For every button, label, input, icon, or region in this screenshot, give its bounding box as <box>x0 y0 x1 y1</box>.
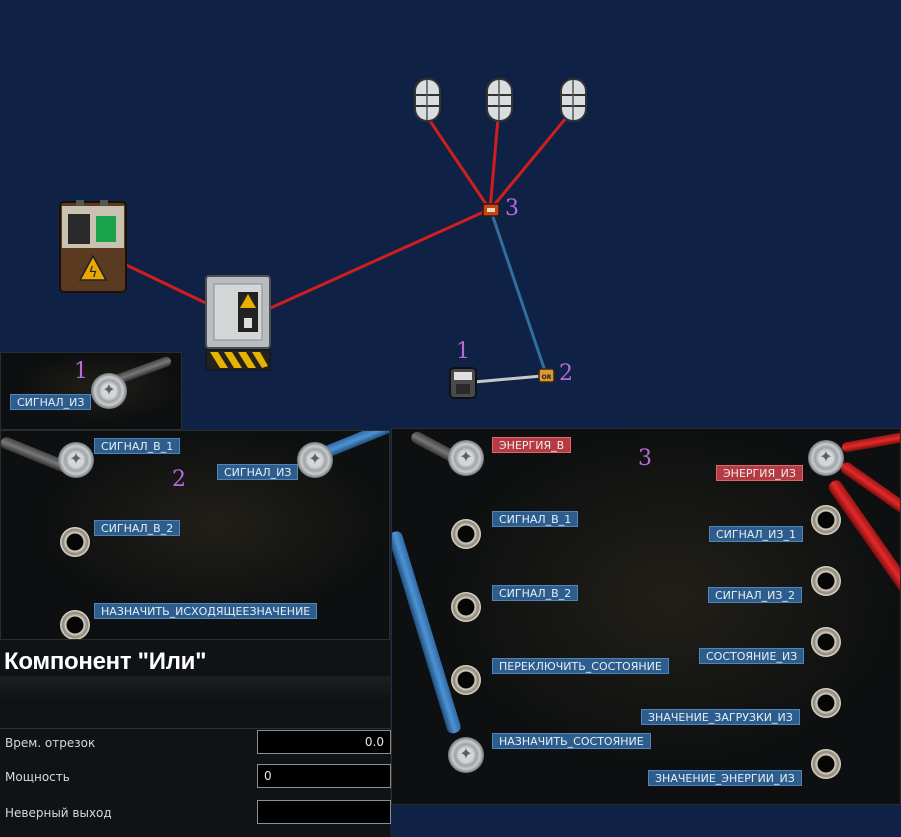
set-state-connector-icon[interactable] <box>448 737 484 773</box>
signal-cable <box>392 529 463 735</box>
power-value-out-label: ЗНАЧЕНИЕ_ЭНЕРГИИ_ИЗ <box>648 770 802 786</box>
annotation-number: 3 <box>638 446 652 471</box>
power-wire-junction-to-lamp-1 <box>426 117 492 211</box>
power-wire-battery-to-box <box>119 260 213 308</box>
signal-in-2-connector-icon[interactable] <box>451 592 481 622</box>
toggle-state-label: ПЕРЕКЛЮЧИТЬ_СОСТОЯНИЕ <box>492 658 669 674</box>
power-out-label: ЭНЕРГИЯ_ИЗ <box>716 465 803 481</box>
time-frame-value: 0.0 <box>364 735 384 749</box>
load-value-out-connector-icon[interactable] <box>811 688 841 718</box>
load-value-out-label: ЗНАЧЕНИЕ_ЗАГРУЗКИ_ИЗ <box>641 709 800 725</box>
electrical-box-icon[interactable] <box>205 275 271 371</box>
or-connection-panel: СИГНАЛ_В_1 СИГНАЛ_ИЗ 2 СИГНАЛ_В_2 НАЗНАЧ… <box>0 430 390 640</box>
or-component-icon[interactable]: OR <box>538 368 555 383</box>
power-field[interactable]: 0 <box>257 764 391 788</box>
signal-out-1-connector-icon[interactable] <box>811 505 841 535</box>
signal-out-2-connector-icon[interactable] <box>811 566 841 596</box>
lamp-icon[interactable] <box>560 78 587 122</box>
battery-icon[interactable]: ϟ <box>59 200 127 293</box>
svg-text:OR: OR <box>542 374 552 381</box>
power-wire-box-to-junction <box>265 208 489 312</box>
properties-header-strip <box>0 676 390 702</box>
signal-in-1-connector-icon[interactable] <box>58 442 94 478</box>
state-out-label: СОСТОЯНИЕ_ИЗ <box>699 648 805 664</box>
state-out-connector-icon[interactable] <box>811 627 841 657</box>
wiring-scene: ϟ <box>59 78 587 399</box>
signal-out-2-label: СИГНАЛ_ИЗ_2 <box>708 587 802 603</box>
signal-in-2-label: СИГНАЛ_В_2 <box>94 520 181 536</box>
set-output-label: НАЗНАЧИТЬ_ИСХОДЯЩЕЕЗНАЧЕНИЕ <box>94 603 318 619</box>
false-output-label: Неверный выход <box>5 806 112 820</box>
power-cable <box>841 430 900 453</box>
signal-out-label: СИГНАЛ_ИЗ <box>217 464 299 480</box>
signal-in-2-connector-icon[interactable] <box>60 527 90 557</box>
lamp-icon[interactable] <box>486 78 513 122</box>
signal-in-2-label: СИГНАЛ_В_2 <box>492 585 579 601</box>
properties-divider <box>0 728 390 729</box>
lamp-icon[interactable] <box>414 78 441 122</box>
annotation-number: 2 <box>172 467 186 492</box>
junction-box-icon[interactable] <box>482 203 500 217</box>
power-in-label: ЭНЕРГИЯ_В <box>492 437 572 453</box>
power-value: 0 <box>264 769 272 783</box>
power-value-out-connector-icon[interactable] <box>811 749 841 779</box>
signal-out-connector-icon[interactable] <box>297 442 333 478</box>
annotation-number: 1 <box>74 359 88 384</box>
button-connection-panel: 1 СИГНАЛ_ИЗ <box>0 352 182 430</box>
svg-text:ϟ: ϟ <box>88 265 97 281</box>
signal-wire-button-to-or <box>473 374 543 384</box>
signal-out-connector-icon[interactable] <box>91 373 127 409</box>
power-label: Мощность <box>5 770 70 784</box>
junction-connection-panel: ЭНЕРГИЯ_В СИГНАЛ_В_1 СИГНАЛ_В_2 ПЕРЕКЛЮЧ… <box>391 428 901 805</box>
annotation-number: 1 <box>456 339 470 364</box>
false-output-field[interactable] <box>257 800 391 824</box>
set-output-connector-icon[interactable] <box>60 610 90 639</box>
power-wire-junction-to-lamp-3 <box>488 117 568 211</box>
power-in-connector-icon[interactable] <box>448 440 484 476</box>
signal-in-1-connector-icon[interactable] <box>451 519 481 549</box>
button-device-icon[interactable] <box>449 367 477 399</box>
signal-in-1-label: СИГНАЛ_В_1 <box>94 438 181 454</box>
annotation-number: 3 <box>505 196 519 221</box>
properties-title: Компонент "Или" <box>4 648 207 675</box>
signal-in-1-label: СИГНАЛ_В_1 <box>492 511 579 527</box>
annotation-number: 2 <box>559 361 573 386</box>
signal-wire-or-to-junction <box>490 213 548 375</box>
power-wire-junction-to-lamp-2 <box>488 117 500 211</box>
set-state-label: НАЗНАЧИТЬ_СОСТОЯНИЕ <box>492 733 651 749</box>
toggle-state-connector-icon[interactable] <box>451 665 481 695</box>
time-frame-field[interactable]: 0.0 <box>257 730 391 754</box>
signal-out-label: СИГНАЛ_ИЗ <box>10 394 92 410</box>
power-out-connector-icon[interactable] <box>808 440 844 476</box>
time-frame-label: Врем. отрезок <box>5 736 96 750</box>
signal-out-1-label: СИГНАЛ_ИЗ_1 <box>709 526 803 542</box>
